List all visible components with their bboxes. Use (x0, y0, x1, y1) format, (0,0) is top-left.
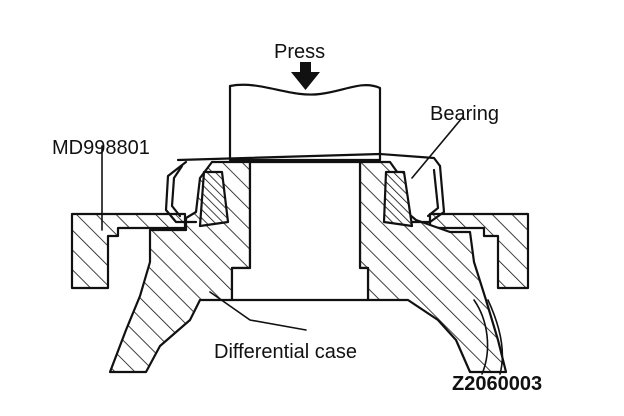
bearing-left (198, 170, 230, 228)
label-press: Press (274, 41, 325, 63)
label-differential-case: Differential case (214, 341, 357, 363)
label-tool-md998801: MD998801 (52, 137, 150, 159)
bearing-right (382, 170, 414, 228)
case-bore (230, 160, 370, 302)
leader-lines (101, 117, 504, 375)
press-ram (228, 83, 382, 162)
label-bearing: Bearing (430, 103, 499, 125)
press-arrow-icon (291, 62, 320, 90)
label-figure-code: Z2060003 (452, 373, 542, 395)
tool-md998801 (164, 152, 446, 224)
